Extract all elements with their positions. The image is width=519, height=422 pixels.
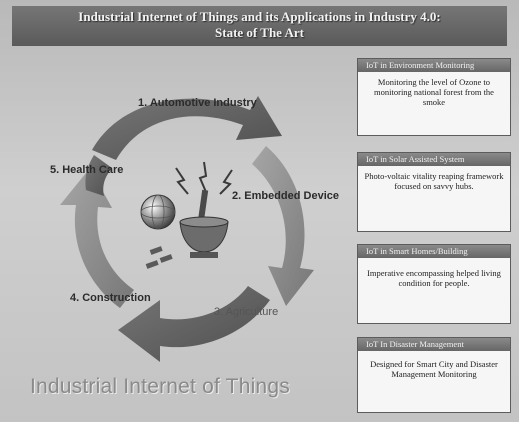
title-line-1: Industrial Internet of Things and its Ap… <box>78 9 441 24</box>
cycle-arrow-5 <box>85 155 112 196</box>
slide-title: Industrial Internet of Things and its Ap… <box>12 6 507 46</box>
app-description: Imperative encompassing helped living co… <box>367 268 501 288</box>
title-line-2: State of The Art <box>215 25 304 40</box>
app-heading: IoT in Environment Monitoring <box>358 59 510 72</box>
cycle-arrow-3 <box>118 286 270 362</box>
app-box-disaster: IoT In Disaster Management Designed for … <box>357 337 511 413</box>
app-heading: IoT In Disaster Management <box>358 338 510 351</box>
app-heading: IoT in Solar Assisted System <box>358 153 510 166</box>
cycle-label-construction: 4. Construction <box>70 292 151 304</box>
cycle-arrow-4 <box>60 168 134 308</box>
app-description: Designed for Smart City and Disaster Man… <box>370 359 498 379</box>
cycle-arrow-1 <box>92 96 282 160</box>
cycle-label-health-care: 5. Health Care <box>50 164 124 176</box>
cycle-label-agriculture: 3. Agriculture <box>214 306 279 318</box>
cycle-label-embedded: 2. Embedded Device <box>232 190 339 202</box>
app-heading: IoT in Smart Homes/Building <box>358 245 510 258</box>
app-box-environment: IoT in Environment Monitoring Monitoring… <box>357 58 511 136</box>
lightning-icon <box>175 161 233 195</box>
cycle-label-automotive: 1. Automotive Industry <box>138 97 257 109</box>
cycle-arrow-2 <box>252 146 314 306</box>
app-description: Monitoring the level of Ozone to monitor… <box>374 77 494 107</box>
app-box-smart-homes: IoT in Smart Homes/Building Imperative e… <box>357 244 511 324</box>
mortar-pestle-icon <box>145 189 229 269</box>
app-description: Photo-voltaic vitality reaping framework… <box>364 171 504 191</box>
app-box-solar: IoT in Solar Assisted System Photo-volta… <box>357 152 511 232</box>
footer-title: Industrial Internet of Things <box>30 375 290 398</box>
globe-icon <box>140 194 176 230</box>
